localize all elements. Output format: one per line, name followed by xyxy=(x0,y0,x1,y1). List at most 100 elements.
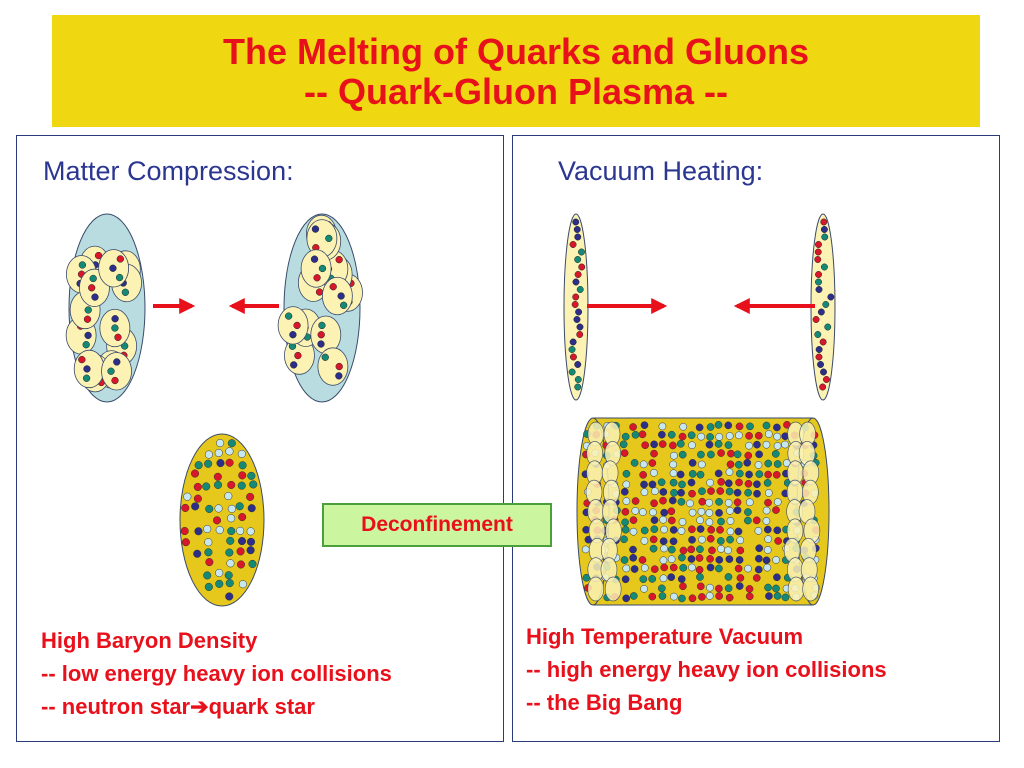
quark-dot xyxy=(814,248,822,256)
quark-dot xyxy=(688,489,696,498)
quark-dot xyxy=(706,423,715,431)
quark-dot xyxy=(225,548,234,557)
quark-dot xyxy=(735,422,744,431)
quark-dot xyxy=(88,284,96,292)
quark-dot xyxy=(762,556,771,565)
quark-dot xyxy=(827,293,835,301)
quark-dot xyxy=(621,432,630,441)
quark-dot xyxy=(181,503,190,512)
quark-dot xyxy=(763,525,772,534)
quark-dot xyxy=(735,556,744,564)
caption-line: High Temperature Vacuum xyxy=(526,624,804,649)
quark-dot xyxy=(717,478,726,486)
quark-dot xyxy=(817,361,824,368)
quark-dot xyxy=(641,441,650,450)
quark-dot xyxy=(698,593,706,601)
quark-dot xyxy=(111,315,119,323)
quark-dot xyxy=(706,534,715,543)
quark-dot xyxy=(121,288,130,296)
quark-dot xyxy=(736,546,745,555)
quark-dot xyxy=(568,346,576,353)
quark-dot xyxy=(677,527,686,535)
quark-dot xyxy=(745,498,754,507)
quark-dot xyxy=(745,470,753,479)
quark-dot xyxy=(94,251,103,260)
quark-dot xyxy=(727,449,735,458)
quark-dot xyxy=(246,527,255,536)
quark-dot xyxy=(819,383,827,391)
quark-dot xyxy=(238,471,247,480)
quark-dot xyxy=(753,489,761,498)
quark-dot xyxy=(670,451,678,460)
quark-dot xyxy=(814,256,822,263)
quark-dot xyxy=(317,340,325,348)
quark-dot xyxy=(706,433,714,441)
quark-dot xyxy=(714,469,723,478)
quark-dot xyxy=(765,592,773,600)
quark-dot xyxy=(194,527,203,536)
quark-dot xyxy=(639,460,648,469)
quark-dot xyxy=(236,560,246,569)
quark-dot xyxy=(667,545,676,554)
quark-dot xyxy=(821,233,829,241)
quark-dot xyxy=(190,469,200,478)
quark-dot xyxy=(620,535,628,544)
quark-dot xyxy=(763,546,772,554)
quark-dot xyxy=(667,516,676,525)
quark-dot xyxy=(725,432,734,440)
quark-dot xyxy=(815,241,822,248)
quark-dot xyxy=(621,507,630,516)
quark-dot xyxy=(631,430,640,439)
caption-line: -- low energy heavy ion collisions xyxy=(41,661,392,686)
quark-dot xyxy=(183,492,192,501)
quark-dot xyxy=(678,450,687,459)
quark-dot xyxy=(224,491,233,501)
quark-dot xyxy=(660,544,668,553)
nucleon-remnant xyxy=(787,576,805,602)
quark-dot xyxy=(631,506,640,515)
quark-dot xyxy=(773,460,782,468)
slide-title: The Melting of Quarks and Gluons xyxy=(222,31,810,72)
quark-dot xyxy=(204,459,213,468)
quark-dot xyxy=(650,499,658,508)
quark-dot xyxy=(815,346,823,353)
quark-dot xyxy=(640,421,649,430)
quark-dot xyxy=(181,538,190,547)
quark-dot xyxy=(658,422,667,431)
quark-dot xyxy=(670,592,678,601)
quark-dot xyxy=(717,449,725,457)
quark-dot xyxy=(660,525,668,534)
quark-dot xyxy=(82,341,90,349)
quark-dot xyxy=(706,563,715,572)
quark-dot xyxy=(724,546,732,555)
quark-dot xyxy=(78,355,86,364)
quark-dot xyxy=(191,502,200,511)
quark-dot xyxy=(227,480,236,490)
quark-dot xyxy=(109,264,117,272)
quark-dot xyxy=(571,301,579,308)
quark-dot xyxy=(572,278,580,286)
quark-dot xyxy=(743,458,752,467)
quark-dot xyxy=(569,353,577,361)
quark-dot xyxy=(248,559,257,568)
quark-dot xyxy=(812,316,820,323)
quark-dot xyxy=(687,478,696,487)
quark-dot xyxy=(226,536,235,545)
quark-dot xyxy=(726,506,734,515)
quark-dot xyxy=(696,525,705,533)
quark-dot xyxy=(659,496,667,505)
quark-dot xyxy=(815,278,822,286)
quark-dot xyxy=(659,574,668,583)
quark-dot xyxy=(762,421,771,430)
quark-dot xyxy=(820,368,827,376)
quark-dot xyxy=(716,487,725,495)
quark-dot xyxy=(764,430,773,438)
quark-dot xyxy=(773,526,782,535)
quark-dot xyxy=(659,537,668,546)
quark-dot xyxy=(659,515,668,524)
quark-dot xyxy=(824,323,832,331)
quark-dot xyxy=(725,468,734,476)
quark-dot xyxy=(629,592,638,600)
quark-dot xyxy=(753,440,761,449)
caption-line: -- the Big Bang xyxy=(526,690,683,715)
